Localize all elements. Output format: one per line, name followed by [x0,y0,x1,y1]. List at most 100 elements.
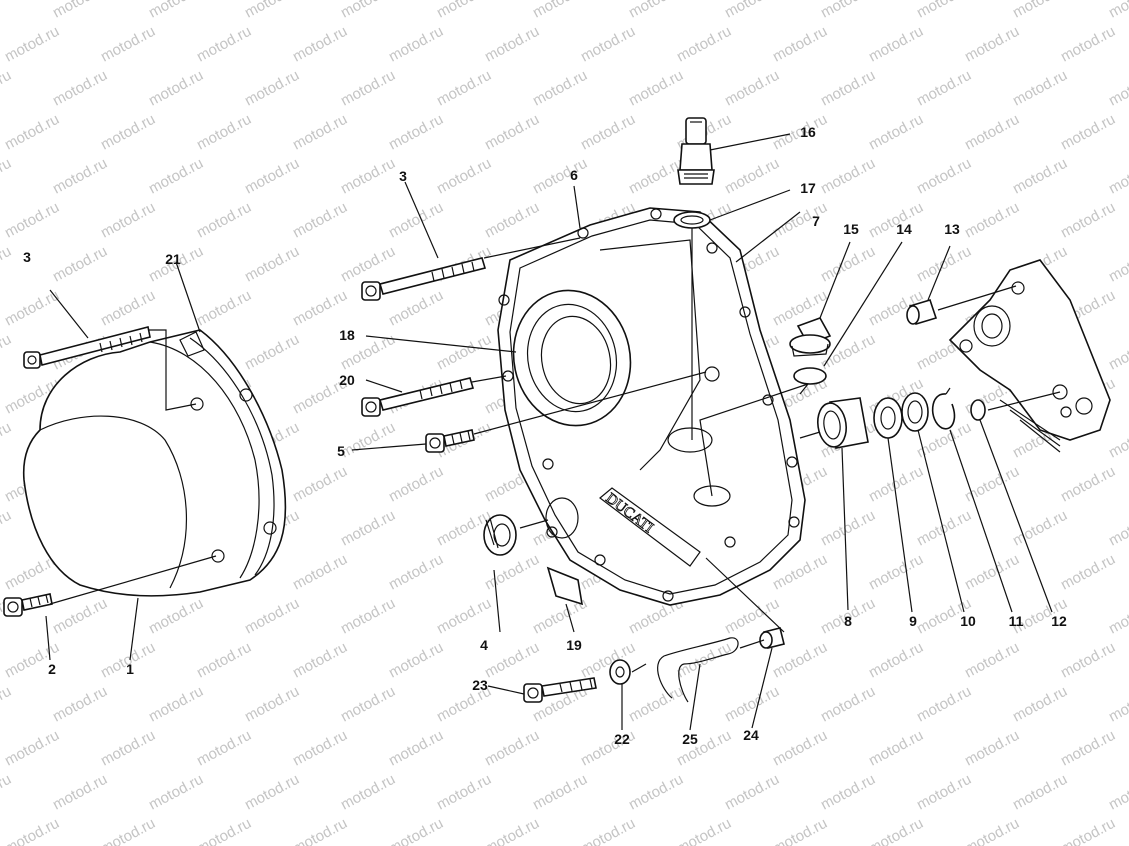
watermark-text: motod.ru [386,727,446,770]
callout-6: 6 [570,167,578,183]
watermark-text: motod.ru [770,23,830,66]
watermark-text: motod.ru [866,815,926,846]
watermark-text: motod.ru [2,23,62,66]
watermark-text: motod.ru [98,815,158,846]
watermark-text: motod.ru [482,23,542,66]
watermark-text: motod.ru [626,67,686,110]
watermark-text: motod.ru [434,771,494,814]
callout-3-left: 3 [23,249,31,265]
watermark-text: motod.ru [386,551,446,594]
watermark-text: motod.ru [578,815,638,846]
watermark-text: motod.ru [98,287,158,330]
crankcase-fragment [948,259,1111,453]
watermark-text: motod.ru [626,771,686,814]
watermark-text: motod.ru [1010,771,1070,814]
watermark-text: motod.ru [242,595,302,638]
watermark-text: motod.ru [1058,727,1118,770]
watermark-text: motod.ru [0,507,14,550]
callout-2: 2 [48,661,56,677]
bolt-part-5 [425,429,475,453]
watermark-text: motod.ru [2,111,62,154]
watermark-text: motod.ru [866,23,926,66]
washer-part-17 [673,211,711,229]
watermark-text: motod.ru [1058,463,1118,506]
watermark-text: motod.ru [818,507,878,550]
callout-22: 22 [614,731,630,747]
watermark-text: motod.ru [386,199,446,242]
watermark-text: motod.ru [434,67,494,110]
watermark-text: motod.ru [530,155,590,198]
watermark-text: motod.ru [674,815,734,846]
plate-part-19 [546,566,584,606]
callout-25: 25 [682,731,698,747]
watermark-text: motod.ru [1058,23,1118,66]
watermark-text: motod.ru [818,771,878,814]
watermark-text: motod.ru [914,0,974,22]
bolt-part-2 [3,593,53,617]
watermark-text: motod.ru [98,111,158,154]
watermark-text: motod.ru [818,683,878,726]
watermark-text: motod.ru [434,331,494,374]
watermark-text: motod.ru [290,815,350,846]
watermark-text: motod.ru [482,111,542,154]
watermark-text: motod.ru [146,0,206,22]
bolt-part-20 [361,377,475,417]
watermark-text: motod.ru [1106,155,1129,198]
callout-19: 19 [566,637,582,653]
watermark-text: motod.ru [338,683,398,726]
watermark-text: motod.ru [338,419,398,462]
watermark-text: motod.ru [290,287,350,330]
watermark-text: motod.ru [962,639,1022,682]
watermark-text: motod.ru [146,683,206,726]
watermark-text: motod.ru [1106,683,1129,726]
watermark-text: motod.ru [866,551,926,594]
bolt-part-23 [523,677,597,703]
watermark-text: motod.ru [626,155,686,198]
watermark-text: motod.ru [578,23,638,66]
o-ring-part-12 [970,399,986,421]
watermark-text: motod.ru [2,815,62,846]
watermark-text: motod.ru [482,551,542,594]
spacer-part-10 [901,392,929,432]
bearing-part-9 [873,397,903,439]
watermark-text: motod.ru [530,771,590,814]
watermark-text: motod.ru [1058,199,1118,242]
watermark-text: motod.ru [146,155,206,198]
bolt-part-3-left [23,326,151,369]
callout-14: 14 [896,221,912,237]
watermark-text: motod.ru [0,331,14,374]
watermark-text: motod.ru [722,67,782,110]
watermark-text: motod.ru [1106,507,1129,550]
callout-20: 20 [339,372,355,388]
watermark-text: motod.ru [818,67,878,110]
watermark-text: motod.ru [242,331,302,374]
watermark-text: motod.ru [290,111,350,154]
watermark-text: motod.ru [50,67,110,110]
callout-7: 7 [812,213,820,229]
watermark-text: motod.ru [1106,67,1129,110]
watermark-text: motod.ru [290,463,350,506]
watermark-text: motod.ru [578,111,638,154]
watermark-text: motod.ru [194,23,254,66]
dowel-part-13 [906,299,938,325]
watermark-text: motod.ru [770,815,830,846]
watermark-text: motod.ru [50,771,110,814]
callout-8: 8 [844,613,852,629]
watermark-text: motod.ru [866,727,926,770]
watermark-text: motod.ru [386,111,446,154]
callout-23: 23 [472,677,488,693]
clutch-cover-part-1 [22,329,287,597]
callout-11: 11 [1009,613,1024,629]
callout-15: 15 [843,221,859,237]
watermark-text: motod.ru [242,683,302,726]
watermark-text: motod.ru [98,199,158,242]
watermark-text: motod.ru [1058,639,1118,682]
watermark-text: motod.ru [338,0,398,22]
watermark-text: motod.ru [914,67,974,110]
watermark-text: motod.ru [1058,815,1118,846]
callout-1: 1 [126,661,134,677]
spacer-part-24 [759,627,785,649]
watermark-text: motod.ru [434,0,494,22]
watermark-text: motod.ru [914,507,974,550]
watermark-text: motod.ru [434,155,494,198]
